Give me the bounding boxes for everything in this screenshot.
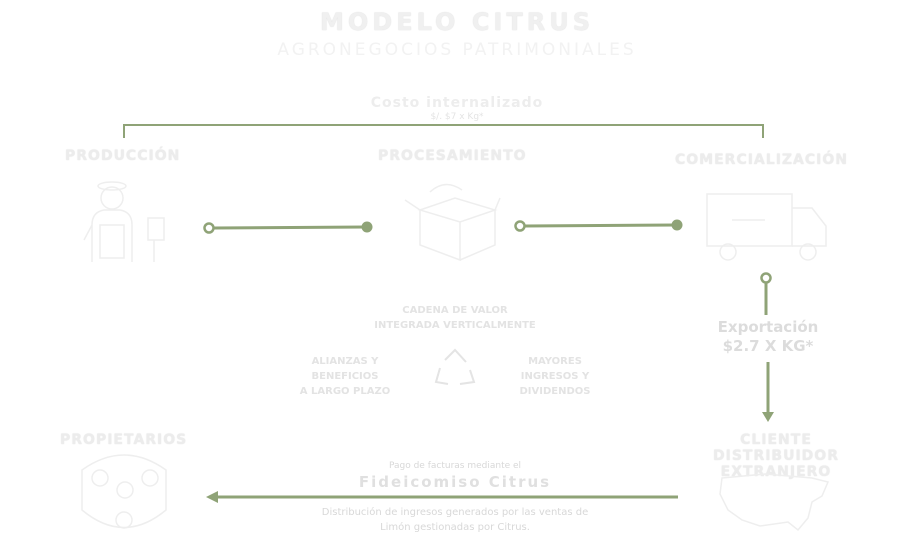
cost-bracket [123,124,764,138]
stage-production-label: PRODUCCIÓN [65,148,181,164]
income-line1: MAYORES [528,356,582,367]
distribution-line2: Limón gestionadas por Citrus. [380,522,530,533]
stage-owners-label: PROPIETARIOS [60,432,188,448]
export-text: Exportación $2.7 X KG* [708,318,828,356]
usa-map-icon [719,473,830,532]
connector-commercialization-export [760,272,772,315]
truck-icon [706,193,827,261]
income-line3: DIVIDENDOS [519,386,591,397]
distribution-line1: Distribución de ingresos generados por l… [321,507,589,518]
payment-pre-text: Pago de facturas mediante el [388,461,522,471]
arrow-export-client [762,362,774,422]
recycle-icon [434,348,476,385]
value-chain-text: CADENA DE VALOR INTEGRADA VERTICALMENTE [350,303,560,333]
alliances-text: ALIANZAS Y BENEFICIOS A LARGO PLAZO [285,354,405,399]
cost-value: $/. $7 x Kg* [430,112,484,122]
arrow-payment [206,491,678,503]
export-value: $2.7 X KG* [722,337,814,355]
stage-commercialization-label: COMERCIALIZACIÓN [675,152,848,168]
alliances-line1: ALIANZAS Y [311,356,379,367]
trust-name: Fideicomiso Citrus [358,473,552,491]
connector-production-processing [203,221,373,234]
value-chain-line1: CADENA DE VALOR [402,305,508,316]
income-line2: INGRESOS Y [520,371,590,382]
income-text: MAYORES INGRESOS Y DIVIDENDOS [500,354,610,399]
stage-processing-label: PROCESAMIENTO [378,148,527,164]
owners-icon [81,454,167,529]
page-subtitle: AGRONEGOCIOS PATRIMONIALES [277,40,637,60]
distribution-text: Distribución de ingresos generados por l… [265,505,645,535]
value-chain-line2: INTEGRADA VERTICALMENTE [374,320,536,331]
export-label: Exportación [717,318,819,336]
alliances-line3: A LARGO PLAZO [299,386,391,397]
alliances-line2: BENEFICIOS [311,371,379,382]
box-icon [404,183,501,262]
farmer-icon [83,181,165,262]
cost-title: Costo internalizado [370,95,544,111]
page-title: MODELO CITRUS [320,8,594,36]
stage-clients-label: CLIENTE DISTRIBUIDOR EXTRANJERO [712,432,839,480]
connector-processing-commercialization [514,219,683,232]
